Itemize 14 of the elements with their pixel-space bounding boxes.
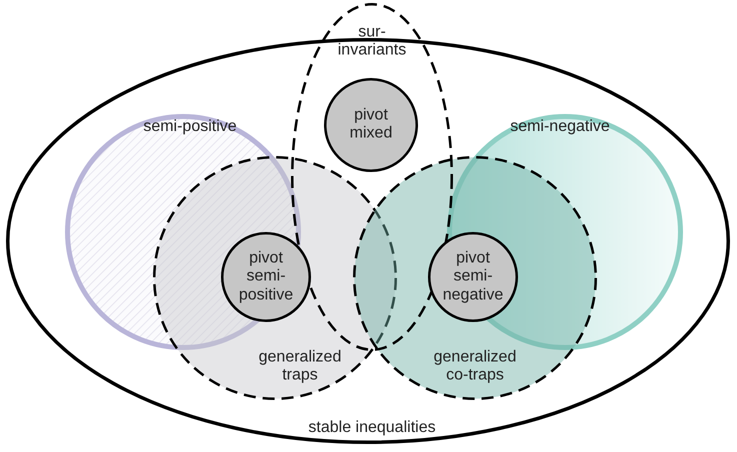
set-label: pivot semi- negative (442, 249, 504, 305)
set-label: sur- invariants (336, 24, 408, 60)
set-label: stable inequalities (307, 418, 437, 438)
set-label: generalized co-traps (432, 348, 518, 386)
dashed-circle (353, 156, 597, 400)
set-label: semi-positive (142, 118, 238, 136)
outer-ellipse (6, 38, 730, 444)
set-label: pivot mixed (348, 106, 394, 144)
set-label: semi-negative (509, 118, 611, 136)
set-label: generalized traps (258, 348, 342, 386)
pivot-circle (428, 232, 518, 322)
pivot-circle (221, 232, 311, 322)
pivot-circle (324, 78, 418, 172)
set-label: pivot semi- positive (238, 249, 294, 305)
